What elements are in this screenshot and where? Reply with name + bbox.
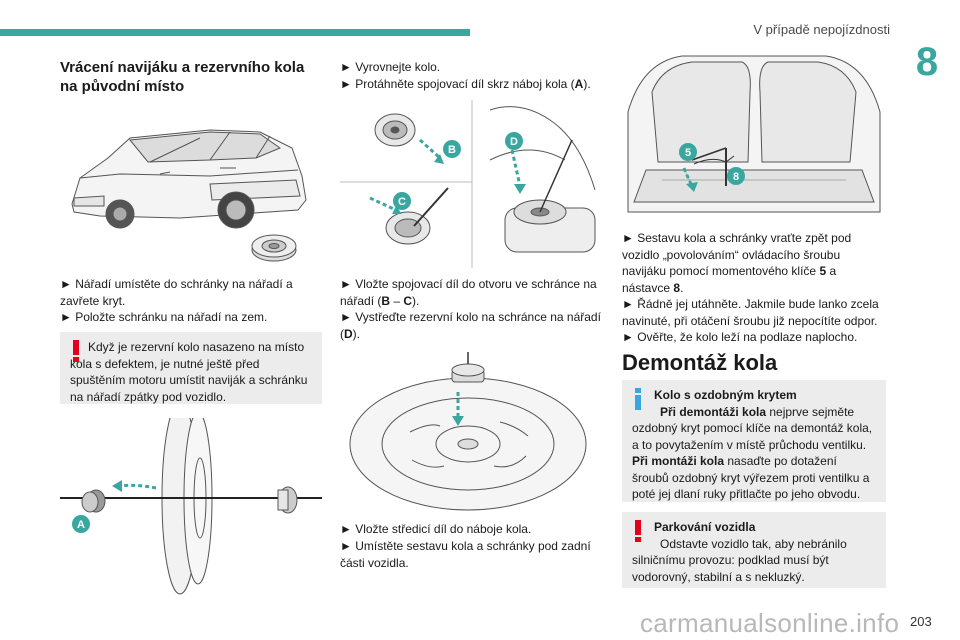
label-d: D (510, 136, 518, 148)
col2-step-2: ► Protáhněte spojovací díl skrz náboj ko… (340, 77, 591, 91)
trunk-winch-illustration: 5 8 (622, 52, 886, 220)
col1-step-1: ► Nářadí umístěte do schránky na nářadí … (60, 277, 293, 308)
col2-step-5: ► Vložte středicí díl do náboje kola. (340, 522, 532, 536)
page-number: 203 (910, 614, 932, 629)
wheel-connector-illustration: A (60, 418, 322, 595)
parking-warning-text: Odstavte vozidlo tak, aby nebránilo siln… (632, 536, 847, 584)
exclamation-icon (635, 520, 641, 542)
warning-text: Když je rezervní kolo nasazeno na místo … (70, 340, 308, 404)
col2-step-6: ► Umístěte sestavu kola a schránky pod z… (340, 539, 591, 570)
label-8: 8 (733, 171, 739, 183)
car-illustration (71, 129, 307, 262)
chapter-number: 8 (915, 40, 939, 84)
hub-centering-illustration (349, 352, 587, 511)
col3-step-1: ► Sestavu kola a schránky vraťte zpět po… (622, 231, 852, 295)
col1-step-2: ► Položte schránku na nářadí na zem. (60, 310, 268, 324)
info-paragraph-2: Při montáži kola nasaďte po dotažení šro… (632, 454, 870, 501)
connector-illustration: B C D (340, 100, 596, 268)
col2-step-4: ► Vystřeďte rezervní kolo na schránce na… (340, 310, 601, 341)
col3-step-3: ► Ověřte, že kolo leží na podlaze naploc… (622, 330, 858, 344)
info-icon (635, 388, 641, 410)
info-box: Kolo s ozdobným krytem Při demontáži kol… (622, 380, 886, 502)
section-title-wheel-removal: Demontáž kola (622, 350, 778, 375)
exclamation-icon (73, 340, 79, 362)
col2-step-3: ► Vložte spojovací díl do otvoru ve schr… (340, 277, 597, 308)
label-a: A (77, 519, 85, 531)
info-paragraph-1: Při demontáži kola nejprve sejměte ozdob… (632, 404, 873, 452)
label-b: B (448, 144, 456, 156)
label-5: 5 (685, 147, 691, 159)
warning-box: Když je rezervní kolo nasazeno na místo … (60, 332, 322, 404)
parking-warning-box: Parkování vozidla Odstavte vozidlo tak, … (622, 512, 886, 588)
watermark: carmanualsonline.info (640, 608, 900, 638)
info-heading: Kolo s ozdobným krytem (654, 388, 797, 402)
label-c: C (398, 196, 406, 208)
col2-step-1: ► Vyrovnejte kolo. (340, 60, 441, 74)
parking-warning-heading: Parkování vozidla (654, 520, 756, 534)
col3-step-2: ► Řádně jej utáhněte. Jakmile bude lanko… (622, 297, 879, 328)
header-accent-bar (0, 29, 470, 36)
section-title: V případě nepojízdnosti (753, 22, 890, 37)
section-heading: Vrácení navijáku a rezervního kola na pů… (60, 59, 305, 95)
